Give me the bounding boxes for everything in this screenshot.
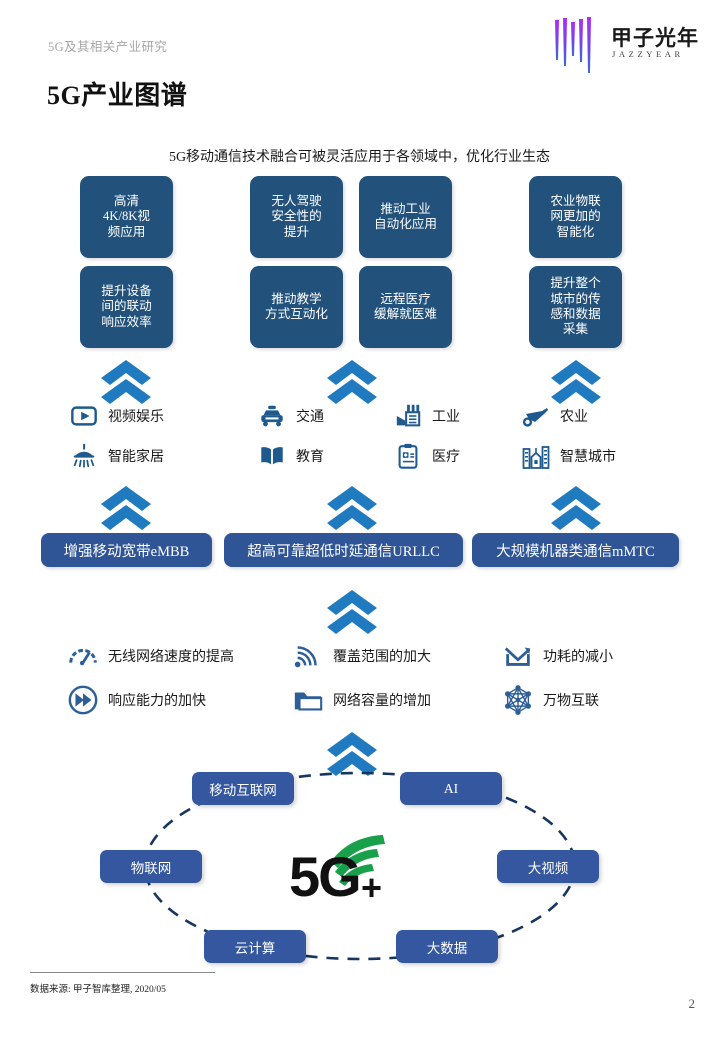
double-chevron-up-icon [551,360,601,404]
power-down-icon [501,639,535,673]
industry-label: 智慧城市 [560,450,616,465]
footer-source: 数据来源: 甲子智库整理, 2020/05 [30,985,166,995]
ecosystem-node[interactable]: 云计算 [204,930,306,963]
industry-label: 农业 [560,410,588,425]
application-box[interactable]: 远程医疗缓解就医难 [359,266,452,348]
application-box[interactable]: 提升整个城市的传感和数据采集 [529,266,622,348]
logo-text-en: JAZZYEAR [612,49,684,59]
logo-text-cn: 甲子光年 [611,26,699,50]
lead-paragraph: 5G移动通信技术融合可被灵活应用于各领域中，优化行业生态 [168,150,551,165]
application-box[interactable]: 提升设备间的联动响应效率 [80,266,173,348]
header-subtitle: 5G及其相关产业研究 [48,40,168,54]
wheelbarrow-icon [521,401,551,431]
application-box[interactable]: 无人驾驶安全性的提升 [250,176,343,258]
factory-icon [393,401,423,431]
application-box[interactable]: 推动工业自动化应用 [359,176,452,258]
industry-item[interactable]: 交通 [257,401,324,431]
capability-item[interactable]: 覆盖范围的加大 [291,639,431,673]
scenario-bar-embb[interactable]: 增强移动宽带eMBB [41,533,212,567]
capability-label: 响应能力的加快 [108,694,206,709]
speedometer-icon [66,639,100,673]
double-chevron-up-icon [327,486,377,530]
ecosystem-node[interactable]: 大数据 [396,930,498,963]
capability-label: 万物互联 [543,694,599,709]
page-number: 2 [688,996,696,1011]
footer-divider [30,972,215,974]
capability-item[interactable]: 响应能力的加快 [66,683,206,717]
network-mesh-icon [501,683,535,717]
capability-item[interactable]: 网络容量的增加 [291,683,431,717]
ecosystem-node[interactable]: 移动互联网 [192,772,294,805]
industry-item[interactable]: 医疗 [393,441,460,471]
brand-logo: 甲子光年 JAZZYEAR [541,14,701,76]
industry-item[interactable]: 农业 [521,401,588,431]
medical-clipboard-icon [393,441,423,471]
industry-item[interactable]: 工业 [393,401,460,431]
taxi-car-icon [257,401,287,431]
double-chevron-up-icon [327,732,377,776]
capability-item[interactable]: 万物互联 [501,683,599,717]
industry-item[interactable]: 智能家居 [69,441,164,471]
svg-text:5G: 5G [289,845,360,904]
industry-item[interactable]: 智慧城市 [521,441,616,471]
industry-label: 教育 [296,450,324,465]
video-play-icon [69,401,99,431]
double-chevron-up-icon [327,590,377,634]
capability-label: 无线网络速度的提高 [108,650,234,665]
open-book-icon [257,441,287,471]
jazzyear-needles-logo [555,17,591,73]
page-title: 5G产业图谱 [47,81,188,110]
folder-icon [291,683,325,717]
double-chevron-up-icon [101,360,151,404]
industry-label: 交通 [296,410,324,425]
industry-item[interactable]: 视频娱乐 [69,401,164,431]
scenario-bar-urllc[interactable]: 超高可靠超低时延通信URLLC [224,533,463,567]
smart-city-icon [521,441,551,471]
fast-forward-icon [66,683,100,717]
ecosystem-node[interactable]: 物联网 [100,850,202,883]
5g-plus-logo: 5G + [289,835,385,904]
industry-label: 医疗 [432,450,460,465]
double-chevron-up-icon [101,486,151,530]
capability-label: 覆盖范围的加大 [333,650,431,665]
signal-waves-icon [291,639,325,673]
scenario-bar-mmtc[interactable]: 大规模机器类通信mMTC [472,533,679,567]
capability-item[interactable]: 功耗的减小 [501,639,613,673]
svg-text:+: + [361,867,382,904]
ecosystem-node[interactable]: 大视频 [497,850,599,883]
industry-label: 智能家居 [108,450,164,465]
ecosystem-node[interactable]: AI [400,772,502,805]
double-chevron-up-icon [327,360,377,404]
industry-label: 工业 [432,410,460,425]
smart-lamp-icon [69,441,99,471]
industry-item[interactable]: 教育 [257,441,324,471]
capability-label: 网络容量的增加 [333,694,431,709]
application-box[interactable]: 农业物联网更加的智能化 [529,176,622,258]
capability-item[interactable]: 无线网络速度的提高 [66,639,234,673]
capability-label: 功耗的减小 [543,650,613,665]
application-box[interactable]: 推动教学方式互动化 [250,266,343,348]
industry-label: 视频娱乐 [108,410,164,425]
double-chevron-up-icon [551,486,601,530]
